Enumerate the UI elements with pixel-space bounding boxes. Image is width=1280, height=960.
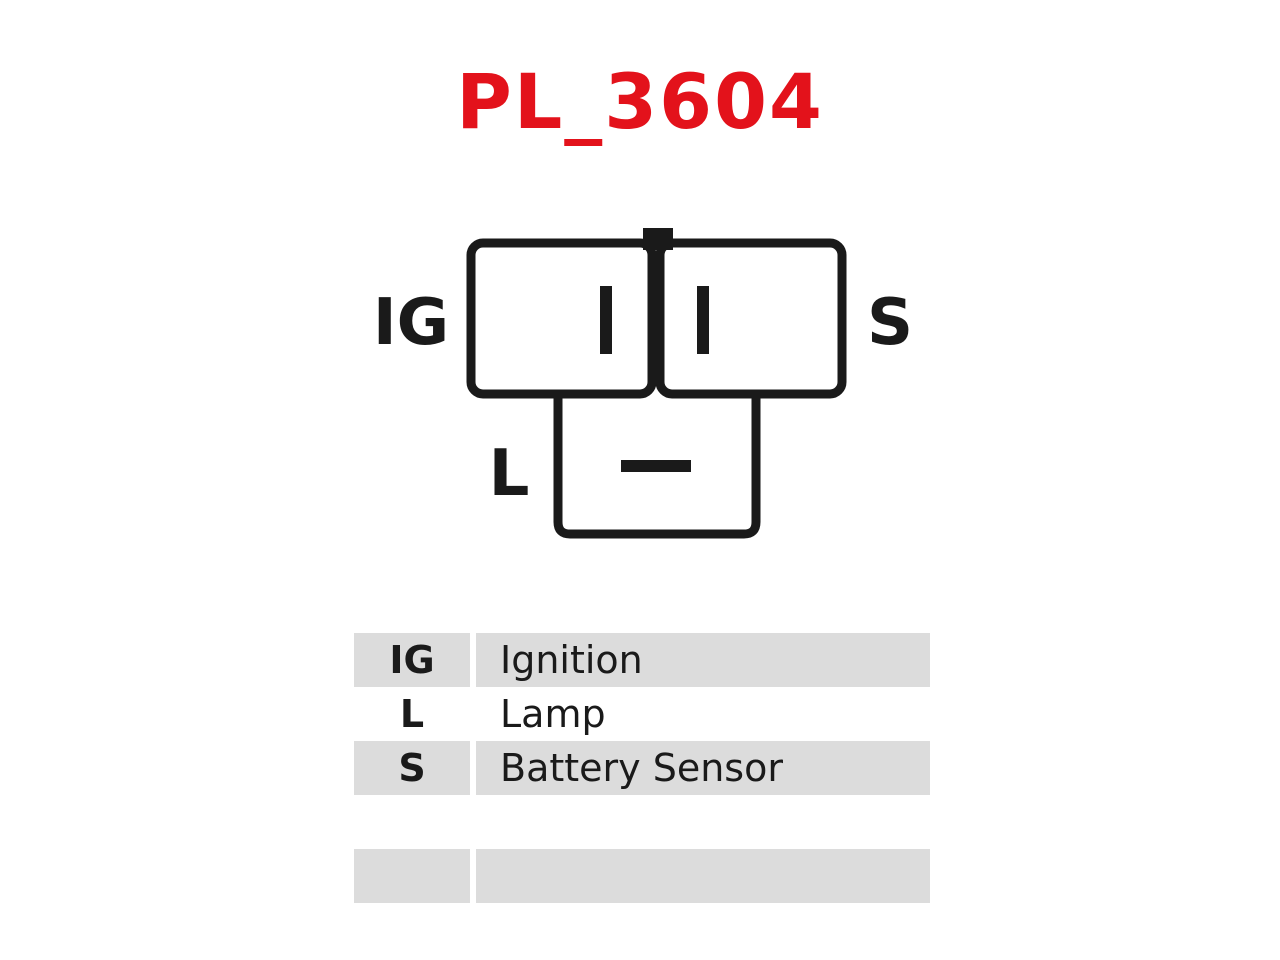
terminal-label-ig: IG: [373, 286, 449, 360]
legend-code: S: [354, 741, 470, 795]
housing-ig: [466, 238, 657, 399]
legend-description: Lamp: [500, 692, 606, 736]
page-title: PL_3604: [456, 57, 824, 146]
legend-code: L: [399, 692, 425, 736]
legend-description: Battery Sensor: [476, 741, 930, 795]
terminal-label-s: S: [867, 286, 913, 360]
pin-ig: [600, 286, 612, 354]
legend-row-ig: IG Ignition: [354, 633, 930, 687]
legend-row-empty: [354, 849, 930, 903]
legend-code: [354, 849, 470, 903]
legend-description: [476, 849, 930, 903]
key-notch: [643, 228, 673, 250]
terminal-label-l: L: [489, 437, 530, 511]
legend-row-s: S Battery Sensor: [354, 741, 930, 795]
housing-s: [655, 238, 847, 399]
housing-l: [553, 398, 761, 539]
pin-s: [697, 286, 709, 354]
legend-description: Ignition: [476, 633, 930, 687]
connector-diagram: IG S L: [373, 228, 913, 539]
legend-code: IG: [354, 633, 470, 687]
pin-l: [621, 460, 691, 472]
legend-row-l: L Lamp: [354, 687, 930, 741]
terminal-legend: IG Ignition L Lamp S Battery Sensor: [354, 633, 930, 903]
